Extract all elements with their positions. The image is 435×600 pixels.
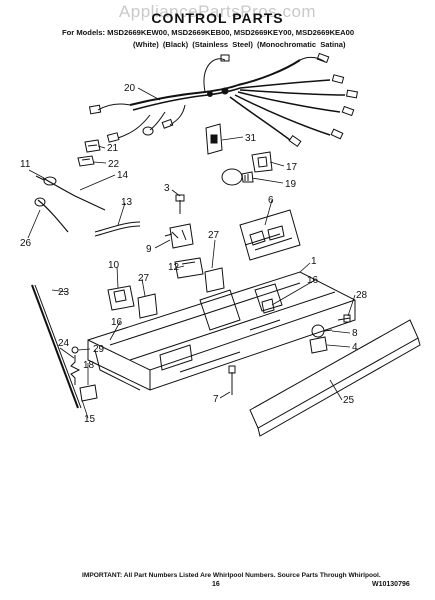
callout-28: 28	[356, 290, 368, 301]
part-16-clip	[261, 298, 275, 314]
part-26-sensor	[34, 197, 69, 233]
wire-harness	[88, 52, 359, 148]
callout-21: 21	[107, 143, 119, 154]
page-title: CONTROL PARTS	[151, 10, 284, 26]
part-4-button	[309, 336, 328, 354]
callout-10: 10	[108, 260, 120, 271]
callout-24: 24	[58, 338, 70, 349]
part-1-control-housing	[87, 271, 356, 391]
callout-13: 13	[121, 197, 133, 208]
callout-27-upper: 27	[208, 230, 220, 241]
models-line: For Models: MSD2669KEW00, MSD2669KEB00, …	[62, 28, 355, 37]
callout-12: 12	[168, 262, 180, 273]
part-22-clip	[77, 155, 95, 167]
callout-31: 31	[245, 133, 257, 144]
part-11-sensor	[35, 175, 106, 211]
part-8-knob	[311, 324, 333, 338]
callout-29: 29	[93, 344, 105, 355]
part-13-tube	[94, 221, 141, 237]
part-21-clip	[84, 139, 101, 153]
part-7-screw	[228, 365, 236, 395]
callout-25: 25	[343, 395, 355, 406]
callout-26: 26	[20, 238, 32, 249]
part-31	[205, 123, 223, 155]
part-27-pad-lower	[137, 293, 158, 319]
page-number: 16	[212, 581, 220, 588]
part-9-switch	[164, 223, 194, 249]
watermark: AppliancePartsPros.com	[118, 2, 317, 21]
part-23-rod	[31, 284, 82, 409]
callout-22: 22	[108, 159, 120, 170]
callout-8: 8	[352, 328, 358, 339]
callout-18: 18	[83, 360, 95, 371]
callout-27-lower: 27	[138, 273, 150, 284]
callout-4: 4	[352, 342, 358, 353]
footer-note: IMPORTANT: All Part Numbers Listed Are W…	[82, 572, 381, 579]
document-number: W10130796	[372, 581, 410, 588]
callout-1: 1	[311, 256, 317, 267]
part-10-bracket	[107, 285, 135, 311]
callout-labels: 20 31 21 22 17 11 14 19 3 13 6 27 9 26 1…	[20, 83, 368, 425]
part-25-trim-strip	[249, 319, 421, 437]
callout-7: 7	[213, 394, 219, 405]
part-27-pad-upper	[204, 267, 225, 293]
leader-lines	[27, 87, 356, 419]
part-3-screw	[175, 194, 185, 214]
part-12-bracket	[174, 257, 204, 279]
part-6-control-board	[239, 209, 301, 261]
colors-line: (White) (Black) (Stainless Steel) (Monoc…	[133, 40, 346, 49]
callout-16-left: 16	[111, 317, 123, 328]
part-17-bracket	[251, 151, 273, 173]
callout-3: 3	[164, 183, 170, 194]
callout-9: 9	[146, 244, 152, 255]
part-24-spring	[70, 355, 81, 385]
callout-17: 17	[286, 162, 298, 173]
callout-16-right: 16	[307, 275, 319, 286]
callout-20: 20	[124, 83, 136, 94]
callout-14: 14	[117, 170, 129, 181]
callout-19: 19	[285, 179, 297, 190]
callout-15: 15	[84, 414, 96, 425]
part-19-bulb	[221, 168, 254, 186]
part-18-cover	[79, 384, 98, 402]
part-28-screw	[337, 314, 351, 323]
callout-23: 23	[58, 287, 70, 298]
callout-6: 6	[268, 195, 274, 206]
part-29-screw	[71, 346, 79, 354]
callout-11: 11	[20, 159, 31, 170]
